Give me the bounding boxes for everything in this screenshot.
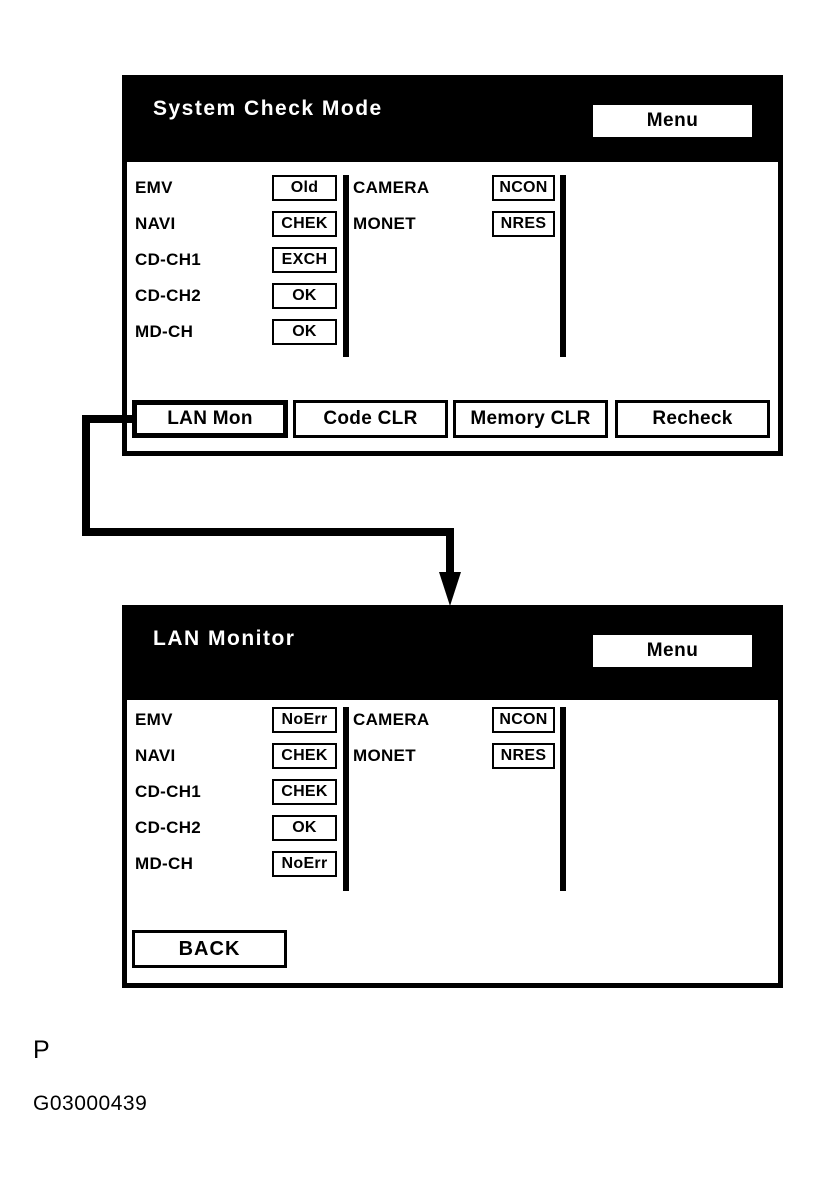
figure-code: G03000439 [33,1092,148,1115]
device-label: CD-CH2 [135,286,202,305]
menu-button[interactable]: Menu [593,105,752,137]
column-divider [343,175,349,357]
screen-title: LAN Monitor [153,627,296,650]
device-label: EMV [135,178,173,197]
device-label: MD-CH [135,322,194,341]
device-label: MONET [353,214,416,233]
status-indicator: OK [272,319,337,345]
device-label: CAMERA [353,710,430,729]
flow-connector-line [82,415,132,423]
device-label: NAVI [135,746,176,765]
status-indicator: NRES [492,211,555,237]
memory-clr-button[interactable]: Memory CLR [453,400,608,438]
status-indicator: NCON [492,707,555,733]
menu-button[interactable]: Menu [593,635,752,667]
device-label: CD-CH2 [135,818,202,837]
status-indicator: NoErr [272,851,337,877]
flow-connector-line [82,528,454,536]
status-indicator: CHEK [272,211,337,237]
recheck-button[interactable]: Recheck [615,400,770,438]
device-label: CD-CH1 [135,782,202,801]
column-divider [343,707,349,891]
flow-arrowhead-icon [439,572,461,606]
device-label: EMV [135,710,173,729]
flow-connector-line [446,528,454,574]
device-label: CAMERA [353,178,430,197]
flow-connector-line [82,415,90,536]
title-bar: System Check Mode Menu [127,80,778,162]
status-indicator: EXCH [272,247,337,273]
device-label: MONET [353,746,416,765]
status-indicator: NCON [492,175,555,201]
status-indicator: CHEK [272,779,337,805]
status-indicator: OK [272,283,337,309]
status-indicator: NRES [492,743,555,769]
status-indicator: OK [272,815,337,841]
device-label: CD-CH1 [135,250,202,269]
lan-mon-button[interactable]: LAN Mon [132,400,288,438]
lan-monitor-screen: LAN Monitor Menu EMV NoErr NAVI CHEK CD-… [122,605,783,988]
device-label: MD-CH [135,854,194,873]
column-divider [560,175,566,357]
back-button[interactable]: BACK [132,930,287,968]
status-indicator: CHEK [272,743,337,769]
column-divider [560,707,566,891]
system-check-mode-screen: System Check Mode Menu EMV Old NAVI CHEK… [122,75,783,456]
page-letter: P [33,1036,50,1064]
status-indicator: NoErr [272,707,337,733]
screen-title: System Check Mode [153,97,383,120]
device-label: NAVI [135,214,176,233]
title-bar: LAN Monitor Menu [127,610,778,700]
code-clr-button[interactable]: Code CLR [293,400,448,438]
status-indicator: Old [272,175,337,201]
